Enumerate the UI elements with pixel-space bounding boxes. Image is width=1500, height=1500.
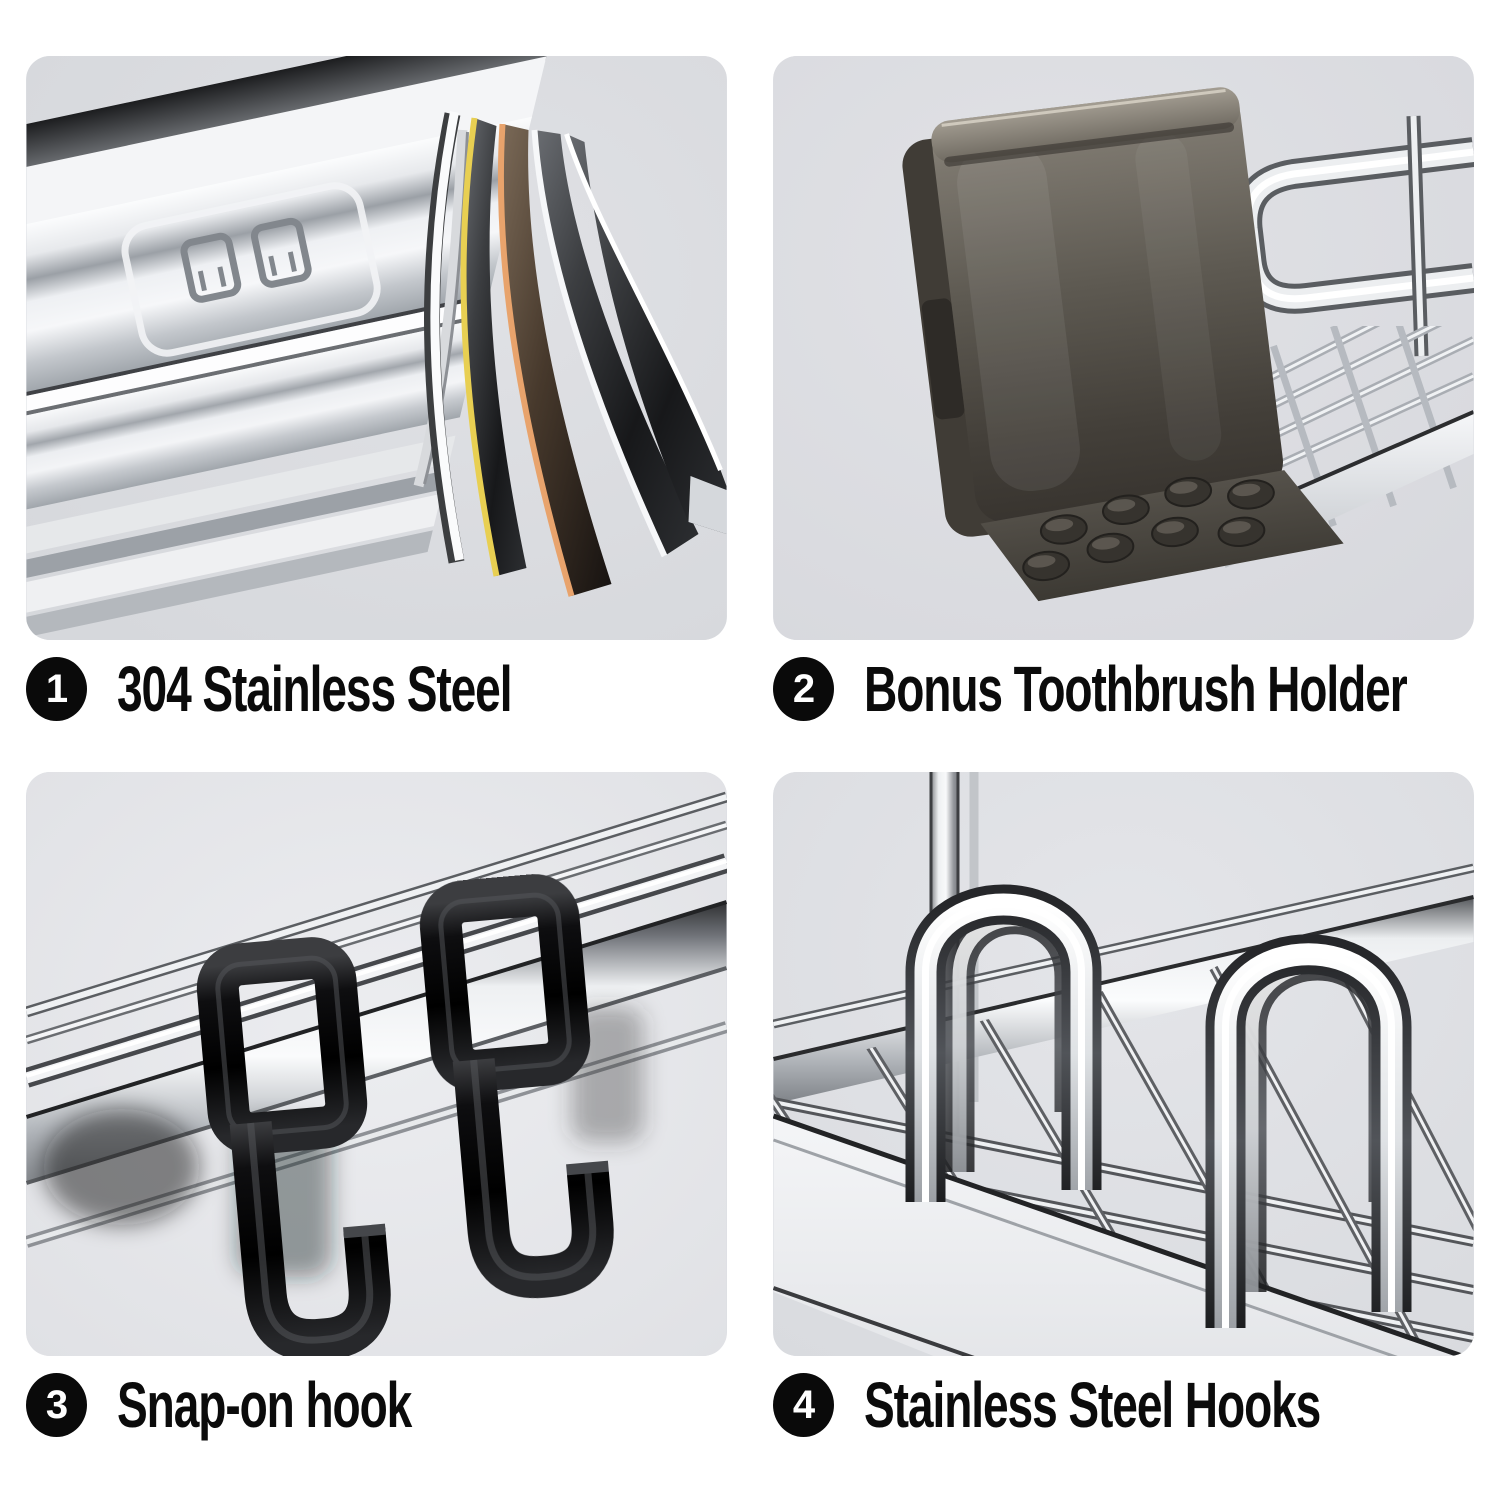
feature-photo-toothbrush-holder xyxy=(773,56,1474,640)
toothbrush-holder-illustration xyxy=(773,56,1474,640)
feature-title: Stainless Steel Hooks xyxy=(864,1369,1321,1441)
stainless-steel-illustration xyxy=(26,56,727,640)
drain-bumps xyxy=(1022,476,1275,582)
feature-caption-2: 2 Bonus Toothbrush Holder xyxy=(773,640,1474,772)
feature-photo-steel-hooks xyxy=(773,772,1474,1356)
snap-on-hook-illustration xyxy=(26,772,727,1356)
adhesive-hook-clips xyxy=(180,217,312,303)
feature-number-badge: 2 xyxy=(773,657,834,721)
feature-photo-stainless-steel xyxy=(26,56,727,640)
feature-caption-4: 4 Stainless Steel Hooks xyxy=(773,1356,1474,1500)
feature-number-badge: 3 xyxy=(26,1373,87,1437)
steel-layers-fan xyxy=(424,111,727,597)
front-rim xyxy=(773,1113,1470,1356)
feature-number-badge: 1 xyxy=(26,657,87,721)
feature-title: 304 Stainless Steel xyxy=(117,653,513,725)
u-hook-left xyxy=(905,884,1102,1202)
steel-hooks-illustration xyxy=(773,772,1474,1356)
feature-photo-snap-on-hook xyxy=(26,772,727,1356)
u-hook-right xyxy=(1205,934,1412,1328)
feature-title: Bonus Toothbrush Holder xyxy=(864,653,1408,725)
feature-caption-1: 1 304 Stainless Steel xyxy=(26,640,727,772)
feature-caption-3: 3 Snap-on hook xyxy=(26,1356,727,1500)
feature-number-badge: 4 xyxy=(773,1373,834,1437)
feature-title: Snap-on hook xyxy=(117,1369,412,1441)
toothbrush-cup xyxy=(902,87,1344,602)
